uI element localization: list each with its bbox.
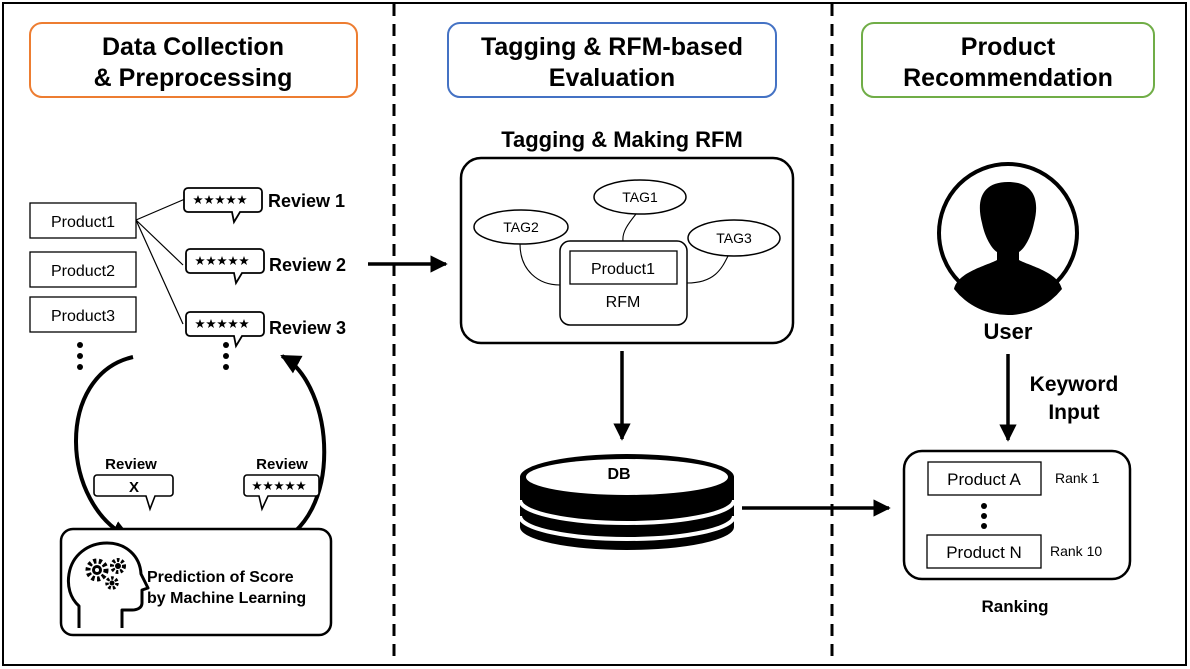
gear-head-icon [66, 541, 150, 628]
review-label-2: Review 2 [269, 255, 346, 275]
tagging-subtitle: Tagging & Making RFM [501, 127, 743, 152]
product-more-dots [77, 342, 83, 370]
tagging-header-box [447, 22, 777, 98]
database-icon [518, 454, 736, 550]
keyword-line2: Input [1048, 401, 1099, 424]
review-unrated-mark: X [129, 479, 139, 496]
ranked-product-a: Product A [947, 470, 1021, 489]
db-label: DB [607, 466, 630, 483]
rfm-product-box [569, 250, 678, 285]
product-review-links [135, 198, 186, 325]
collection-title-line1: Data Collection [102, 33, 284, 61]
ranking-more-dots [981, 503, 987, 529]
collection-title-line2: & Preprocessing [94, 64, 293, 92]
tagging-title-line2: Evaluation [549, 64, 675, 92]
keyword-line1: Keyword [1030, 373, 1119, 396]
rfm-product-label: Product1 [591, 261, 655, 278]
review-rated-label: Review [256, 456, 308, 473]
review-unrated-bubble [93, 474, 174, 512]
ml-text-line1: Prediction of Score [147, 569, 294, 586]
rfm-label: RFM [606, 294, 641, 311]
rank-1-label: Rank 1 [1055, 470, 1100, 486]
tag-connectors [519, 213, 729, 286]
product-item-2: Product2 [51, 263, 115, 280]
ranked-product-n-box [926, 534, 1042, 569]
tag-ellipse-3 [687, 219, 781, 257]
review-more-dots [223, 342, 229, 370]
review-unrated-label: Review [105, 456, 157, 473]
review-label-1: Review 1 [268, 191, 345, 211]
recommendation-title-line1: Product [961, 33, 1056, 61]
user-silhouette-icon [937, 162, 1079, 316]
review-bubble-2 [185, 248, 265, 286]
ranked-product-a-box [927, 461, 1042, 496]
tag-label-1: TAG1 [622, 189, 658, 205]
product-item-1: Product1 [51, 214, 115, 231]
ranking-label: Ranking [981, 597, 1048, 616]
recommendation-header-box [861, 22, 1155, 98]
review-bubble-3 [185, 311, 265, 349]
collection-header-box [29, 22, 358, 98]
product-list: Product1 Product2 Product3 [29, 202, 137, 333]
product-item-3: Product3 [51, 308, 115, 325]
user-label: User [984, 319, 1033, 344]
loop-arrow-up [271, 354, 327, 547]
review-bubble-1 [183, 187, 263, 225]
tagging-title-line1: Tagging & RFM-based [481, 33, 743, 61]
ranked-product-n: Product N [946, 543, 1022, 562]
tag-ellipse-2 [473, 209, 569, 245]
review-rated-bubble [243, 474, 320, 512]
tag-label-3: TAG3 [716, 230, 752, 246]
tag-ellipse-1 [593, 179, 687, 215]
recommendation-title-line2: Recommendation [903, 64, 1113, 92]
rank-10-label: Rank 10 [1050, 543, 1102, 559]
ml-text-line2: by Machine Learning [147, 590, 306, 607]
tag-label-2: TAG2 [503, 219, 539, 235]
loop-arrow-down [74, 355, 134, 540]
review-label-3: Review 3 [269, 318, 346, 338]
